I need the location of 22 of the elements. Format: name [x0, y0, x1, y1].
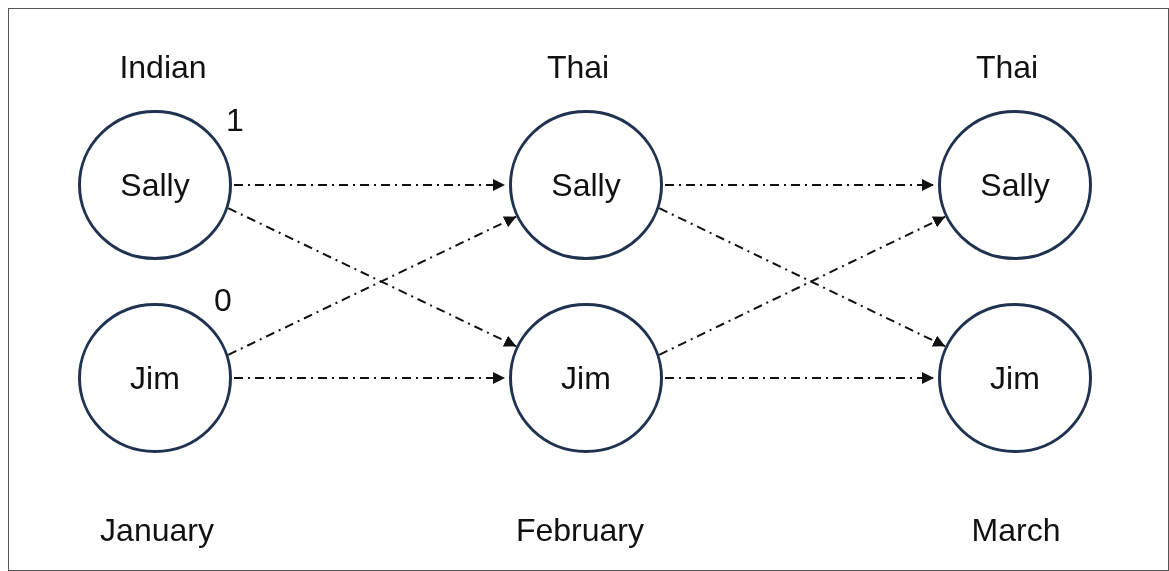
node-label: Jim	[561, 359, 611, 397]
arrow	[233, 179, 506, 191]
node-caption: Indian	[119, 48, 207, 86]
circle-node	[938, 303, 1092, 453]
arrow	[233, 372, 506, 384]
circle-node	[509, 110, 663, 260]
arrow	[664, 372, 935, 384]
circle-node	[938, 110, 1092, 260]
circle-node	[509, 303, 663, 453]
month-label: March	[971, 511, 1061, 549]
node-label: Sally	[120, 166, 190, 204]
month-label: January	[100, 511, 214, 549]
node-label: Jim	[130, 359, 180, 397]
node-caption: Thai	[546, 48, 610, 86]
node-caption: 0	[214, 281, 232, 319]
node-label: Sally	[551, 166, 621, 204]
node-caption: 1	[226, 101, 244, 139]
arrow	[664, 179, 935, 191]
node-label: Sally	[980, 166, 1050, 204]
node-caption: Thai	[975, 48, 1039, 86]
node-label: Jim	[990, 359, 1040, 397]
month-label: February	[516, 511, 644, 549]
